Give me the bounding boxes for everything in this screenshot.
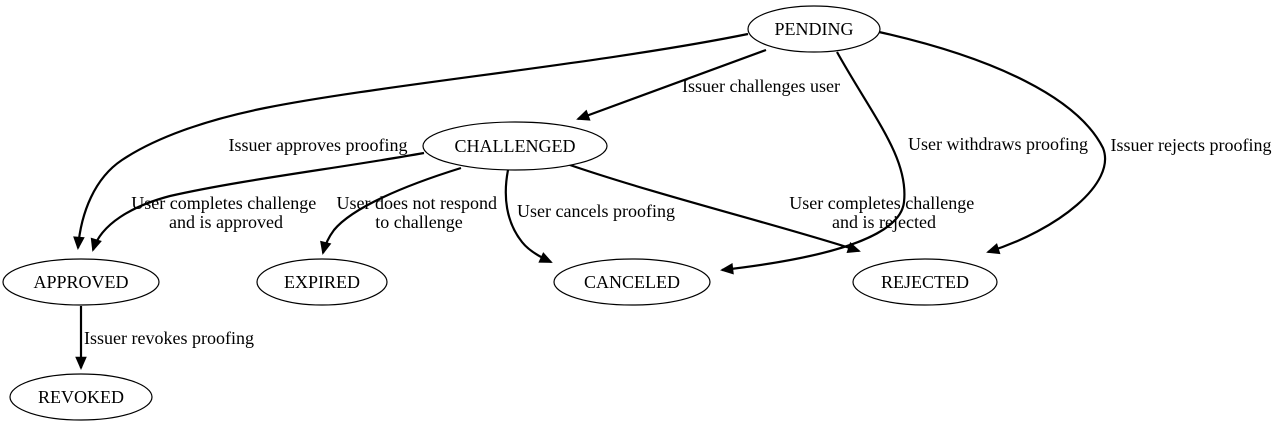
edge-labels: Issuer challenges user Issuer approves p… — [84, 76, 1271, 348]
node-challenged-label: CHALLENGED — [455, 136, 576, 156]
edge-pending-rejected — [878, 30, 1107, 255]
node-revoked: REVOKED — [9, 373, 153, 421]
edge-label-user-completes-challenge-approved: User completes challenge and is approved — [131, 193, 320, 232]
node-challenged-ellipse — [422, 121, 608, 171]
node-rejected: REJECTED — [852, 258, 998, 306]
node-expired-label: EXPIRED — [284, 272, 360, 292]
edge-label-line: and is rejected — [832, 212, 936, 232]
edge-label-user-withdraws-proofing: User withdraws proofing — [908, 134, 1088, 154]
node-canceled-label: CANCELED — [584, 272, 680, 292]
edge-challenged-canceled — [504, 169, 553, 264]
edge-label-line: User does not respond — [337, 193, 497, 213]
nodes: PENDING CHALLENGED APPROVED EXPIRED CANC… — [2, 5, 998, 421]
edge-label-issuer-revokes-proofing: Issuer revokes proofing — [84, 328, 254, 348]
node-pending-ellipse — [747, 5, 881, 53]
edge-challenged-expired — [320, 166, 462, 255]
node-approved-ellipse — [2, 258, 160, 306]
node-pending: PENDING — [747, 5, 881, 53]
edge-pending-approved — [73, 32, 749, 250]
node-revoked-label: REVOKED — [38, 387, 124, 407]
edge-label-line: User completes challenge — [131, 193, 316, 213]
edge-label-issuer-challenges-user: Issuer challenges user — [682, 76, 840, 96]
edge-label-issuer-rejects-proofing: Issuer rejects proofing — [1111, 135, 1272, 155]
node-revoked-ellipse — [9, 373, 153, 421]
node-canceled: CANCELED — [553, 258, 711, 306]
node-canceled-ellipse — [553, 258, 711, 306]
node-pending-label: PENDING — [775, 19, 854, 39]
edge-label-user-cancels-proofing: User cancels proofing — [517, 201, 675, 221]
node-approved-label: APPROVED — [33, 272, 128, 292]
edge-pending-canceled — [720, 51, 906, 275]
edge-challenged-rejected — [566, 162, 861, 253]
node-expired-ellipse — [256, 258, 388, 306]
edge-label-issuer-approves-proofing: Issuer approves proofing — [229, 135, 408, 155]
node-rejected-label: REJECTED — [881, 272, 969, 292]
edges — [73, 30, 1107, 370]
node-challenged: CHALLENGED — [422, 121, 608, 171]
edge-challenged-approved — [90, 151, 425, 252]
node-expired: EXPIRED — [256, 258, 388, 306]
edge-label-line: User completes challenge — [789, 193, 974, 213]
edge-label-line: and is approved — [169, 212, 283, 232]
node-rejected-ellipse — [852, 258, 998, 306]
edge-pending-challenged — [576, 48, 767, 121]
edge-label-user-does-not-respond: User does not respond to challenge — [337, 193, 502, 232]
node-approved: APPROVED — [2, 258, 160, 306]
edge-label-line: to challenge — [375, 212, 462, 232]
edge-label-user-completes-challenge-rejected: User completes challenge and is rejected — [789, 193, 978, 232]
